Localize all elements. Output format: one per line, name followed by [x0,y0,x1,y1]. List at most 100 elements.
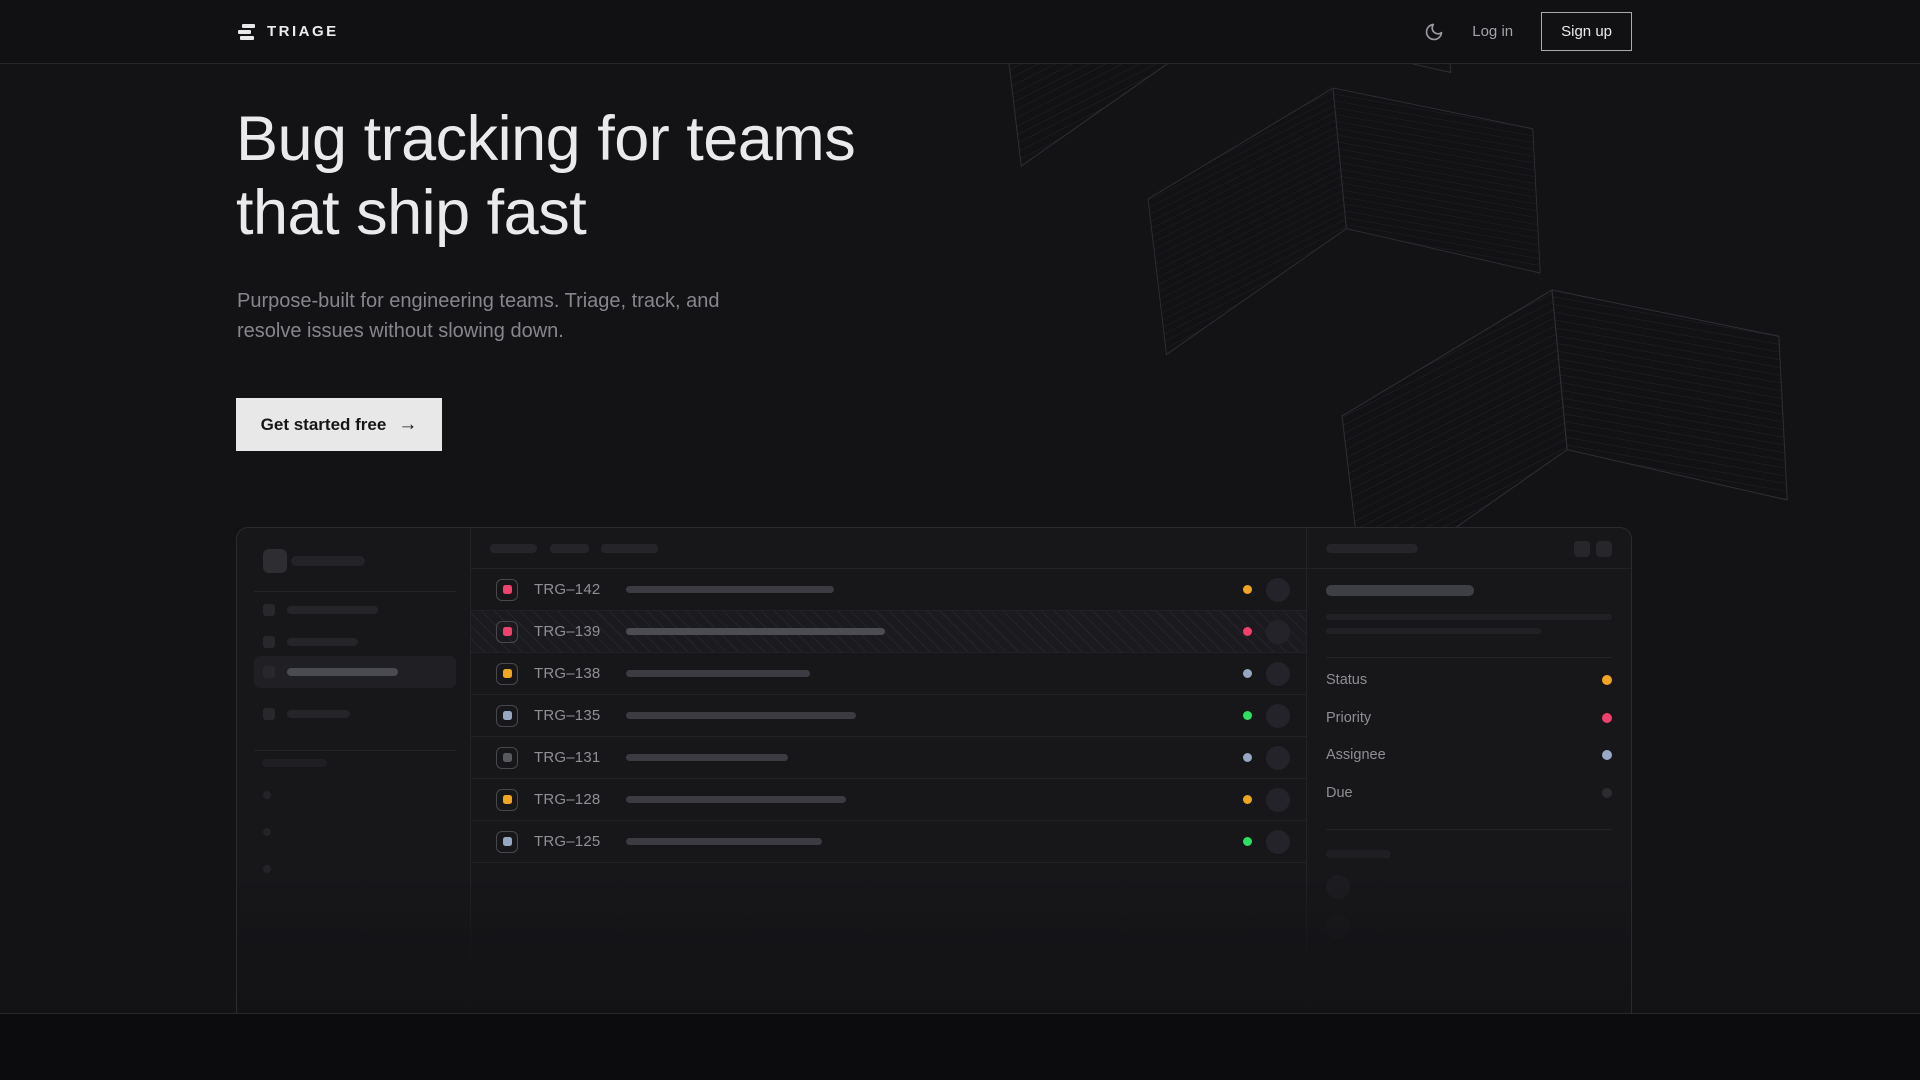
issue-type-icon [496,662,518,685]
issue-status-dot [1243,837,1252,846]
detail-action-icon[interactable] [1574,541,1590,557]
workspace-avatar-placeholder [263,549,287,573]
assignee-avatar[interactable] [1266,788,1290,812]
issue-id: TRG–131 [534,749,601,766]
issue-rows: TRG–142 TRG–139 TRG–138 TRG–135 TRG–131 … [471,569,1306,863]
issue-status-dot [1243,627,1252,636]
issue-title-placeholder [626,670,810,677]
issue-title-placeholder [1326,585,1474,596]
field-label: Assignee [1326,747,1386,763]
field-value-dot [1602,787,1612,798]
hero-title-line1: Bug tracking for teams [236,104,856,174]
login-link[interactable]: Log in [1472,23,1514,40]
field-label: Priority [1326,709,1372,726]
issue-row[interactable]: TRG–138 [471,653,1306,695]
signup-button[interactable]: Sign up [1541,12,1632,51]
issue-title-placeholder [626,712,856,719]
assignee-avatar[interactable] [1266,830,1290,854]
issue-id: TRG–139 [534,623,601,640]
detail-breadcrumb-placeholder [1326,544,1418,553]
issue-status-dot [1243,711,1252,720]
issue-desc-placeholder [1326,614,1612,620]
app-mockup: TRG–142 TRG–139 TRG–138 TRG–135 TRG–131 … [236,527,1632,1013]
detail-action-icon[interactable] [1596,541,1612,557]
issue-type-icon [496,788,518,811]
issue-status-dot [1243,669,1252,678]
brand-logo[interactable]: TRIAGE [238,23,339,40]
field-label: Due [1326,784,1353,801]
issue-list: TRG–142 TRG–139 TRG–138 TRG–135 TRG–131 … [471,528,1306,1013]
theme-toggle-button[interactable] [1424,22,1444,42]
sidebar-item-icon [263,604,275,616]
sidebar-item-icon [263,636,275,648]
issue-row[interactable]: TRG–135 [471,695,1306,737]
assignee-avatar[interactable] [1266,746,1290,770]
nav-actions: Log in Sign up [1424,12,1632,51]
issue-detail-panel: Status Priority Assignee Due [1306,528,1631,1013]
hero-title: Bug tracking for teams that ship fast [236,102,856,250]
issue-title-placeholder [626,628,885,635]
detail-field-row[interactable]: Status [1326,671,1612,689]
detail-field-row[interactable]: Priority [1326,709,1612,727]
issue-title-placeholder [626,838,822,845]
detail-field-row[interactable]: Assignee [1326,746,1612,764]
issue-status-dot [1243,795,1252,804]
sidebar-dot-placeholder [263,865,271,873]
field-value-dot [1602,675,1612,685]
moon-icon [1425,23,1443,40]
activity-avatar-placeholder [1326,915,1350,939]
detail-fields: Status Priority Assignee Due [1326,671,1612,821]
issue-row[interactable]: TRG–139 [471,611,1306,653]
issue-status-dot [1243,585,1252,594]
sidebar-item-placeholder[interactable] [287,710,350,718]
detail-field-row[interactable]: Due [1326,784,1612,802]
sidebar-dot-placeholder [263,828,271,836]
issue-status-dot [1243,753,1252,762]
issue-type-icon [496,746,518,769]
filter-tab-placeholder[interactable] [550,544,589,553]
issue-desc-placeholder [1326,628,1541,634]
section-label-placeholder [262,759,327,767]
activity-label-placeholder [1326,850,1391,858]
issue-id: TRG–128 [534,791,601,808]
hero-subtitle: Purpose-built for engineering teams. Tri… [237,290,720,342]
issue-id: TRG–125 [534,833,601,850]
sidebar-item-placeholder[interactable] [287,606,378,614]
issue-row[interactable]: TRG–131 [471,737,1306,779]
issue-row[interactable]: TRG–142 [471,569,1306,611]
activity-avatar-placeholder [1326,875,1350,899]
issue-type-icon [496,620,518,643]
issue-list-header [471,528,1306,569]
issue-row[interactable]: TRG–128 [471,779,1306,821]
issue-id: TRG–142 [534,581,601,598]
field-value-dot [1602,712,1612,723]
sidebar-item-placeholder[interactable] [287,668,398,676]
brand-name: TRIAGE [267,23,339,40]
issue-id: TRG–138 [534,665,601,682]
top-nav: TRIAGE Log in Sign up [0,0,1920,64]
issue-type-icon [496,704,518,727]
mockup-sidebar [237,528,471,1013]
issue-type-icon [496,830,518,853]
hero-title-line2: that ship fast [236,178,587,248]
issue-type-icon [496,578,518,601]
workspace-name-placeholder [291,556,365,566]
filter-tab-placeholder[interactable] [490,544,537,553]
assignee-avatar[interactable] [1266,662,1290,686]
filter-tab-placeholder[interactable] [601,544,658,553]
assignee-avatar[interactable] [1266,578,1290,602]
sidebar-item-placeholder[interactable] [287,638,358,646]
issue-title-placeholder [626,586,834,593]
issue-row[interactable]: TRG–125 [471,821,1306,863]
triage-logo-icon [238,23,256,40]
get-started-button[interactable]: Get started free → [236,398,442,451]
arrow-right-icon: → [398,413,418,435]
field-value-dot [1602,750,1612,760]
sidebar-item-icon [263,666,275,678]
assignee-avatar[interactable] [1266,620,1290,644]
assignee-avatar[interactable] [1266,704,1290,728]
field-label: Status [1326,672,1368,688]
sidebar-dot-placeholder [263,791,271,799]
footer-strip [0,1013,1920,1080]
sidebar-item-icon [263,708,275,720]
